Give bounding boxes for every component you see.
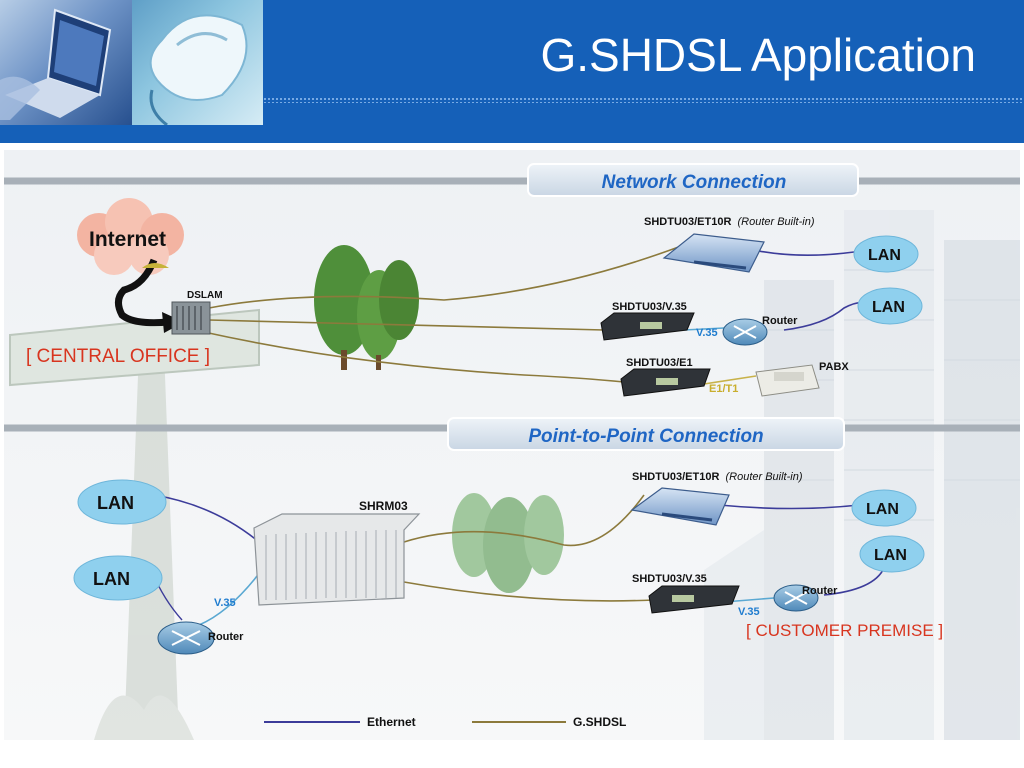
device-label: SHDTU03/V.35 xyxy=(612,301,687,313)
lan-label: LAN xyxy=(97,493,134,513)
shdtu-v35-top: SHDTU03/V.35 xyxy=(600,301,695,341)
ethernet-line xyxy=(718,504,860,510)
internet-cloud: Internet xyxy=(77,198,184,333)
shrm03-rack: SHRM03 xyxy=(253,499,421,606)
lan-label: LAN xyxy=(868,247,901,264)
device-sublabel: (Router Built-in) xyxy=(725,471,802,483)
pabx-phone: PABX E1/T1 xyxy=(709,361,849,397)
shdtu-v35-bottom: SHDTU03/V.35 xyxy=(632,573,740,614)
section-label: Network Connection xyxy=(602,172,787,193)
mouse-icon xyxy=(149,14,248,127)
slide-header: G.SHDSL Application xyxy=(0,0,1024,143)
dslam-device: DSLAM xyxy=(171,290,223,335)
shdtu-et10r-bottom: SHDTU03/ET10R (Router Built-in) xyxy=(630,471,803,526)
modem-icon xyxy=(630,487,730,526)
shdsl-lines xyxy=(203,244,685,602)
lan-cloud-left-2: LAN xyxy=(73,555,163,601)
device-label: SHDTU03/ET10R xyxy=(644,216,731,228)
shdsl-line xyxy=(403,581,655,602)
header-dotted-line xyxy=(263,97,1024,103)
lan-cloud-left-1: LAN xyxy=(77,479,167,525)
shrm-label: SHRM03 xyxy=(359,499,408,513)
router-label: Router xyxy=(762,315,798,327)
modem-icon xyxy=(662,233,765,273)
lan-cloud-right-1: LAN xyxy=(851,489,917,527)
shdsl-line xyxy=(208,244,685,309)
lan-cloud-top-2: LAN xyxy=(857,287,923,325)
dslam-label: DSLAM xyxy=(187,290,223,301)
v35-label: V.35 xyxy=(738,606,760,618)
lan-cloud-top-1: LAN xyxy=(853,235,919,273)
v35-line xyxy=(683,327,725,331)
svg-text:SHDTU03/ET10R (Router Bu: SHDTU03/ET10R (Router Built-in) xyxy=(632,471,803,483)
router-label: Router xyxy=(802,585,838,597)
device-label: SHDTU03/V.35 xyxy=(632,573,707,585)
lan-cloud-right-2: LAN xyxy=(859,535,925,573)
router-left: Router V.35 xyxy=(157,597,244,655)
customer-premise-label: [ CUSTOMER PREMISE ] xyxy=(746,621,943,640)
central-office-label: [ CENTRAL OFFICE ] xyxy=(26,346,210,367)
device-label: SHDTU03/E1 xyxy=(626,357,693,369)
lan-label: LAN xyxy=(93,569,130,589)
ethernet-line xyxy=(153,494,260,543)
legend-label: G.SHDSL xyxy=(573,715,626,729)
network-diagram: Network Connection Point-to-Point Connec… xyxy=(4,150,1020,740)
section-banner xyxy=(527,163,859,197)
v35-label: V.35 xyxy=(214,597,236,609)
section-network-connection: Network Connection xyxy=(4,163,1020,197)
shdsl-line xyxy=(403,494,645,547)
internet-label: Internet xyxy=(89,228,166,251)
e1t1-label: E1/T1 xyxy=(709,383,738,395)
laptop-photo xyxy=(0,0,132,125)
shdtu-et10r-top: SHDTU03/ET10R (Router Built-in) xyxy=(644,216,815,273)
section-label: Point-to-Point Connection xyxy=(528,426,763,447)
tree-group-top xyxy=(314,245,419,370)
device-sublabel: (Router Built-in) xyxy=(737,216,814,228)
device-label: SHDTU03/ET10R xyxy=(632,471,719,483)
pabx-label: PABX xyxy=(819,361,849,373)
router-bottom: Router V.35 xyxy=(738,584,838,618)
shdsl-line xyxy=(203,331,625,383)
shdsl-line xyxy=(208,319,605,331)
e1-line xyxy=(703,375,757,385)
shdtu-e1: SHDTU03/E1 xyxy=(620,357,711,397)
diagram-canvas: Network Connection Point-to-Point Connec… xyxy=(4,150,1020,740)
section-banner xyxy=(447,417,845,451)
slide-title: G.SHDSL Application xyxy=(540,29,976,81)
ethernet-line xyxy=(823,567,885,596)
section-point-to-point: Point-to-Point Connection xyxy=(4,417,1020,451)
lan-label: LAN xyxy=(872,299,905,316)
header-bar xyxy=(263,0,1024,143)
lan-label: LAN xyxy=(866,501,899,518)
lan-label: LAN xyxy=(874,547,907,564)
v35-label: V.35 xyxy=(696,327,718,339)
e1-line xyxy=(703,375,757,385)
router-top: Router V.35 xyxy=(696,315,798,346)
legend-label: Ethernet xyxy=(367,715,416,729)
laptop-icon xyxy=(0,8,112,120)
svg-text:SHDTU03/ET10R (Router Bu: SHDTU03/ET10R (Router Built-in) xyxy=(644,216,815,228)
router-label: Router xyxy=(208,631,244,643)
header-strip xyxy=(0,125,263,143)
legend: Ethernet G.SHDSL xyxy=(264,715,626,729)
mouse-photo xyxy=(132,0,263,127)
tree-group-bottom xyxy=(452,493,564,593)
